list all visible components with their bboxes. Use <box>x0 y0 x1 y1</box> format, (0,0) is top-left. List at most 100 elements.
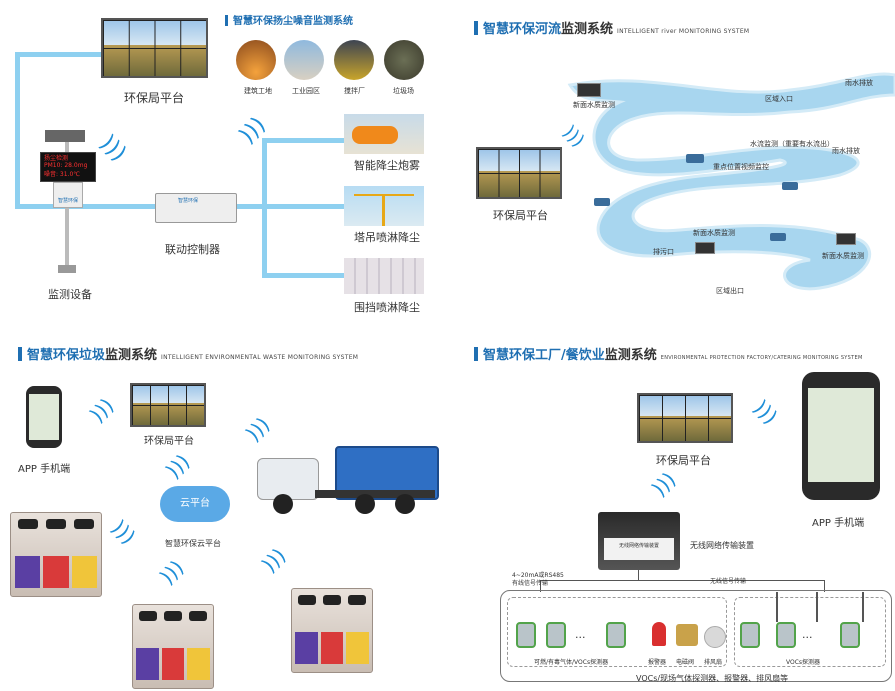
wifi-icon: ))) <box>94 130 131 167</box>
valve-icon <box>676 624 698 646</box>
label-rain-discharge: 雨水排放 <box>832 147 860 155</box>
antenna-icon <box>862 592 864 622</box>
connector-left <box>540 580 541 592</box>
gas-sensor <box>606 622 626 648</box>
monitor-base <box>58 265 76 273</box>
waste-app-phone <box>26 386 62 448</box>
display-line-2: PM10: 28.0mg <box>44 162 88 169</box>
wifi-icon: ))) <box>256 543 291 577</box>
antenna-icon <box>776 592 778 622</box>
alarm-label: 报警器 <box>648 659 667 666</box>
waste-app-label: APP 手机端 <box>18 464 71 475</box>
sensor-ellipsis-left: ... <box>575 628 586 641</box>
monitor-sensor-head <box>45 130 85 142</box>
connector-vertical <box>638 570 639 580</box>
connector-horizontal <box>540 580 824 581</box>
left-group-caption: 可燃/有毒气体/VOCs探测器 <box>534 659 609 666</box>
waste-title-en: INTELLIGENT ENVIRONMENTAL WASTE MONITORI… <box>161 354 359 361</box>
factory-title-strong: 监测系统 <box>604 348 657 363</box>
smart-bin-1 <box>10 512 102 597</box>
factory-app-label: APP 手机端 <box>812 518 865 529</box>
camera-icon <box>782 182 798 190</box>
waste-platform-screen <box>130 383 206 427</box>
pipe-branch-3 <box>262 273 344 278</box>
site-landfill-image <box>384 40 424 80</box>
water-station-1 <box>577 83 601 97</box>
garbage-truck <box>255 440 445 520</box>
pipe-branch-2 <box>262 204 344 209</box>
wired-label-2: 有线信号传输 <box>512 580 549 587</box>
bottom-caption: VOCs/现场气体探测器、报警器、排风扇等 <box>636 674 789 683</box>
site-industrial-image <box>284 40 324 80</box>
label-new-water-2: 新面水质监测 <box>693 229 735 237</box>
water-station-3 <box>836 233 856 245</box>
site-label-2: 搅拌厂 <box>344 87 365 95</box>
transmitter-device: 无线网络传输装置 <box>598 512 680 570</box>
transmitter-label: 无线网络传输装置 <box>690 541 754 550</box>
label-sewage-outlet: 排污口 <box>653 248 674 256</box>
wifi-icon: ))) <box>160 449 195 483</box>
factory-platform-screen <box>637 393 733 443</box>
site-label-0: 建筑工地 <box>244 87 272 95</box>
right-group-caption: VOCs探测器 <box>786 659 821 666</box>
pipe-branch-1 <box>262 138 344 143</box>
cloud-label: 云平台 <box>180 498 210 509</box>
river-title-en: INTELLIGENT river MONITORING SYSTEM <box>617 28 750 35</box>
smart-bin-2 <box>132 604 214 689</box>
water-station-2 <box>695 242 715 254</box>
site-mixing-plant-image <box>334 40 374 80</box>
waste-title-strong: 监测系统 <box>105 348 158 363</box>
wifi-icon: ))) <box>748 395 783 429</box>
outer-group-box <box>500 590 892 682</box>
gas-sensor <box>546 622 566 648</box>
platform-screen <box>101 18 208 78</box>
transmitter-panel: 无线网络传输装置 <box>604 538 674 560</box>
river-title-strong: 监测系统 <box>561 22 614 37</box>
fan-icon <box>704 626 726 648</box>
dust-panel-title: 智慧环保扬尘噪音监测系统 <box>225 12 353 27</box>
left-group-box <box>507 597 727 667</box>
river-platform-screen <box>476 147 562 199</box>
camera-icon <box>686 154 704 163</box>
pipe-top-horizontal <box>15 52 107 57</box>
camera-icon <box>594 198 610 206</box>
connector-right <box>824 580 825 592</box>
wireless-label: 无线信号传输 <box>710 578 747 585</box>
controller-box: 智慧环保 <box>155 193 237 223</box>
gas-sensor <box>516 622 536 648</box>
pipe-bottom-horizontal <box>15 204 265 209</box>
monitor-device-label: 监测设备 <box>48 288 92 301</box>
monitor-display: 扬尘检测 PM10: 28.0mg 噪音: 31.0℃ <box>40 152 96 182</box>
platform-label: 环保局平台 <box>124 91 185 105</box>
label-key-position: 重点位置视频监控 <box>713 163 769 171</box>
factory-title-brand: 智慧环保工厂/餐饮业 <box>483 348 605 363</box>
label-rain-outlet: 雨水排放 <box>845 79 873 87</box>
smart-bin-3 <box>291 588 373 673</box>
label-area-exit: 区域出口 <box>716 287 744 295</box>
output-label-0: 智能降尘炮雾 <box>354 159 420 172</box>
label-water-flow: 水流监测（重要有水流出） <box>750 140 834 148</box>
voc-sensor <box>740 622 760 648</box>
fan-label: 排风扇 <box>704 659 723 666</box>
transmitter-text: 无线网络传输装置 <box>618 543 659 549</box>
factory-app-phone <box>802 372 880 500</box>
river-platform-label: 环保局平台 <box>493 209 548 222</box>
valve-label: 电磁阀 <box>676 659 695 666</box>
monitor-box: 智慧环保 <box>53 182 83 208</box>
wifi-icon: ))) <box>646 467 681 501</box>
voc-sensor <box>840 622 860 648</box>
waste-platform-label: 环保局平台 <box>144 436 194 447</box>
controller-label: 联动控制器 <box>165 243 220 256</box>
fence-spray-image <box>344 258 424 294</box>
controller-badge: 智慧环保 <box>178 198 199 204</box>
output-label-2: 围挡喷淋降尘 <box>354 301 420 314</box>
display-line-1: 扬尘检测 <box>44 155 69 162</box>
factory-platform-label: 环保局平台 <box>656 454 711 467</box>
monitor-box-logo: 智慧环保 <box>57 198 78 204</box>
wifi-icon: ))) <box>154 555 189 589</box>
voc-sensor <box>776 622 796 648</box>
pipe-left-vertical <box>15 52 20 207</box>
label-new-water-1: 新面水质监测 <box>573 101 615 109</box>
